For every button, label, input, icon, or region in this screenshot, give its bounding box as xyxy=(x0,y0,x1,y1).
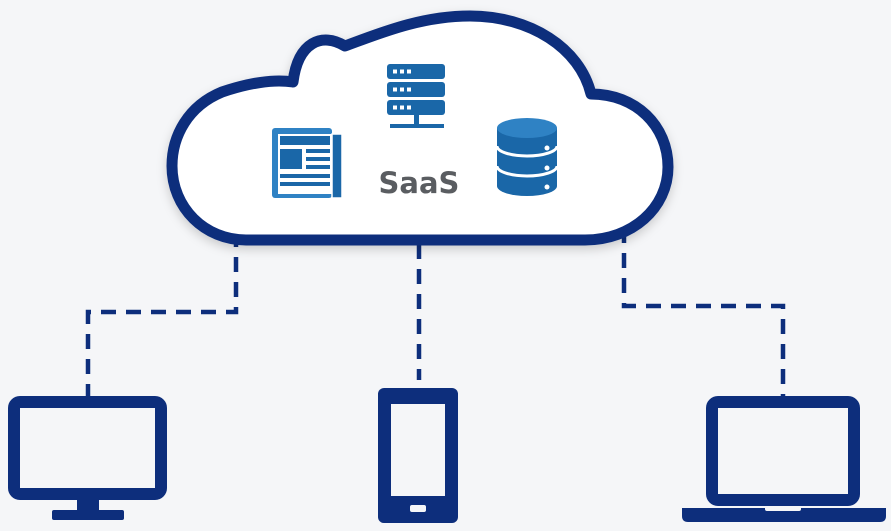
database-icon xyxy=(495,118,559,196)
connector-laptop xyxy=(621,228,786,398)
smartphone-icon xyxy=(378,388,458,523)
desktop-monitor-icon xyxy=(8,396,167,520)
laptop-icon xyxy=(682,396,886,522)
connector-lines xyxy=(85,228,786,398)
saas-label: SaaS xyxy=(379,166,460,200)
connector-desktop xyxy=(85,232,239,398)
server-rack-icon xyxy=(387,64,445,128)
newspaper-icon xyxy=(272,128,343,199)
